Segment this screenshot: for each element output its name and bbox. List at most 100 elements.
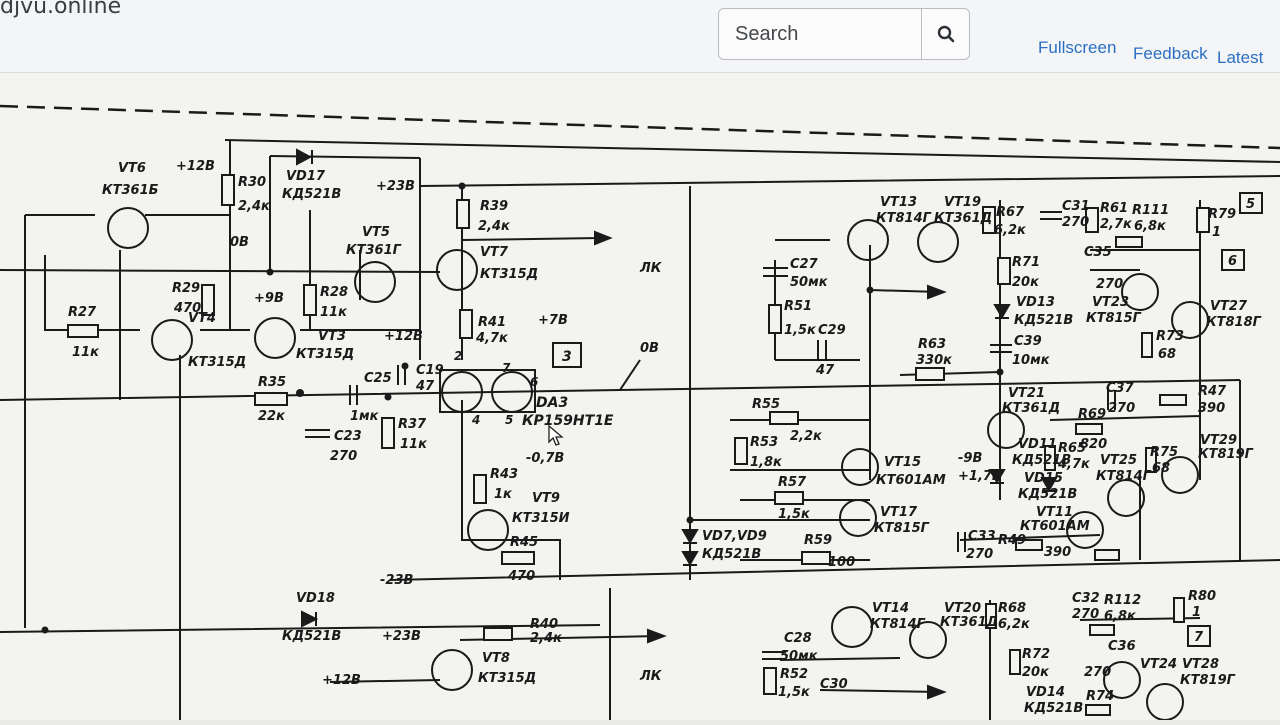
label-r37: R37	[398, 417, 427, 432]
label-c27: C27	[790, 257, 819, 272]
label-c29: C29	[818, 323, 846, 338]
label-vt24: VT24	[1140, 657, 1177, 672]
label-vt6-type: КТ361Б	[102, 183, 159, 198]
label-vt28: VT28	[1182, 657, 1219, 672]
ic-pin-6: 6	[530, 375, 538, 389]
label-c33-val: 270	[966, 547, 993, 562]
sheet-border	[0, 104, 1280, 150]
label-vt7-type: КТ315Д	[480, 267, 538, 282]
label-vt25-type: КТ814Г	[1096, 469, 1152, 484]
label-r65-val: 4,7к	[1057, 457, 1091, 472]
label-c35: C35	[1084, 245, 1112, 260]
label-da3: DA3	[536, 395, 568, 411]
label-vt3: VT3	[318, 329, 346, 344]
label-vd18: VD18	[296, 591, 335, 606]
label-r59: R59	[804, 533, 832, 548]
rail-p23-top: +23В	[376, 179, 415, 194]
rail-m9: -9В	[958, 451, 982, 466]
label-r47: R47	[1198, 384, 1227, 399]
label-c36-val: 270	[1084, 665, 1111, 680]
document-page: VT6 КТ361Б VT4 КТ315Д VT3 КТ315Д VT5 КТ3…	[0, 73, 1280, 721]
label-vt15: VT15	[884, 455, 921, 470]
transistor-symbols	[107, 207, 1209, 721]
label-r80: R80	[1188, 589, 1216, 604]
label-r51-val: 1,5к	[784, 323, 817, 338]
label-da3-type: КР159НТ1Е	[522, 413, 614, 429]
label-r73-val: 68	[1158, 347, 1176, 362]
label-r68: R68	[998, 601, 1026, 616]
nav-feedback[interactable]: Feedback	[1133, 44, 1208, 63]
label-r57: R57	[778, 475, 807, 490]
search-button[interactable]	[921, 9, 969, 59]
label-c39: C39	[1014, 334, 1042, 349]
label-r59-val: 100	[828, 555, 855, 570]
label-vt9: VT9	[532, 491, 560, 506]
label-r73: R73	[1156, 329, 1184, 344]
connector-5: 5	[1246, 197, 1255, 212]
brand-logo[interactable]: djvu.online	[0, 0, 122, 19]
label-c28-val: 50мк	[780, 649, 819, 664]
ic-pin-7: 7	[502, 361, 511, 375]
label-r63-val: 330к	[916, 353, 953, 368]
label-vt21: VT21	[1008, 386, 1045, 401]
nav-fullscreen[interactable]: Fullscreen	[1038, 38, 1117, 57]
label-vt20: VT20	[944, 601, 981, 616]
label-r69: R69	[1078, 407, 1106, 422]
label-vt19: VT19	[944, 195, 981, 210]
label-r65: R65	[1058, 441, 1086, 456]
label-r55-val: 2,2к	[790, 429, 823, 444]
search-input[interactable]	[719, 9, 921, 59]
ic-pin-4: 4	[471, 413, 480, 427]
search-box	[718, 8, 970, 60]
resistor-symbols	[67, 174, 1210, 716]
label-vt11: VT11	[1036, 505, 1073, 520]
label-r55: R55	[752, 397, 780, 412]
label-vd14-type: КД521В	[1024, 701, 1083, 716]
label-c29-val: 47	[815, 363, 835, 378]
label-r61-val: 2,7к	[1100, 217, 1133, 232]
label-vd18-type: КД521В	[282, 629, 341, 644]
connector-boxes	[552, 192, 1263, 647]
rail-p12-bottom: +12В	[322, 673, 361, 688]
label-r68-val: 6,2к	[998, 617, 1031, 632]
label-vd17-type: КД521В	[282, 187, 341, 202]
label-vt29-type: КТ819Г	[1198, 447, 1254, 462]
label-r71: R71	[1012, 255, 1040, 270]
label-r79-val: 1	[1212, 225, 1221, 240]
label-vt17: VT17	[880, 505, 918, 520]
rail-0v-a: 0В	[230, 235, 249, 250]
label-vt9-type: КТ315И	[512, 511, 570, 526]
label-r57-val: 1,5к	[778, 507, 811, 522]
nav-latest[interactable]: Latest	[1217, 48, 1264, 67]
label-c32-val: 270	[1072, 607, 1099, 622]
label-vd14: VD14	[1026, 685, 1065, 700]
label-r41-val: 4,7к	[475, 331, 509, 346]
label-vd17: VD17	[286, 169, 326, 184]
capacitor-symbols	[305, 211, 1116, 660]
label-c25-val: 1мк	[350, 409, 380, 424]
label-r67-val: 6,2к	[994, 223, 1027, 238]
label-r52: R52	[780, 667, 808, 682]
label-r74: R74	[1086, 689, 1114, 704]
label-vd15: VD15	[1024, 471, 1063, 486]
label-vt27-type: КТ818Г	[1206, 315, 1262, 330]
ic-pin-2: 2	[454, 349, 462, 363]
label-vt21-type: КТ361Д	[1002, 401, 1060, 416]
circuit-schematic	[0, 104, 1280, 721]
connector-7: 7	[1194, 630, 1204, 645]
label-c37-val: 270	[1108, 401, 1135, 416]
label-vt25: VT25	[1100, 453, 1137, 468]
label-r35-val: 22к	[258, 409, 286, 424]
label-r40-val: 2,4к	[530, 631, 563, 646]
label-r75-val: 68	[1152, 461, 1170, 476]
label-r49: R49	[998, 533, 1026, 548]
label-r35: R35	[258, 375, 286, 390]
rail-m07: -0,7В	[526, 451, 564, 466]
label-r47-val: 390	[1198, 401, 1225, 416]
label-c27-val: 50мк	[790, 275, 829, 290]
rail-p17: +1,7В	[958, 469, 1002, 484]
diode-symbols	[296, 148, 1058, 628]
label-vt15-type: КТ601АМ	[876, 473, 946, 488]
label-vt5: VT5	[362, 225, 390, 240]
label-r111-val: 6,8к	[1134, 219, 1167, 234]
